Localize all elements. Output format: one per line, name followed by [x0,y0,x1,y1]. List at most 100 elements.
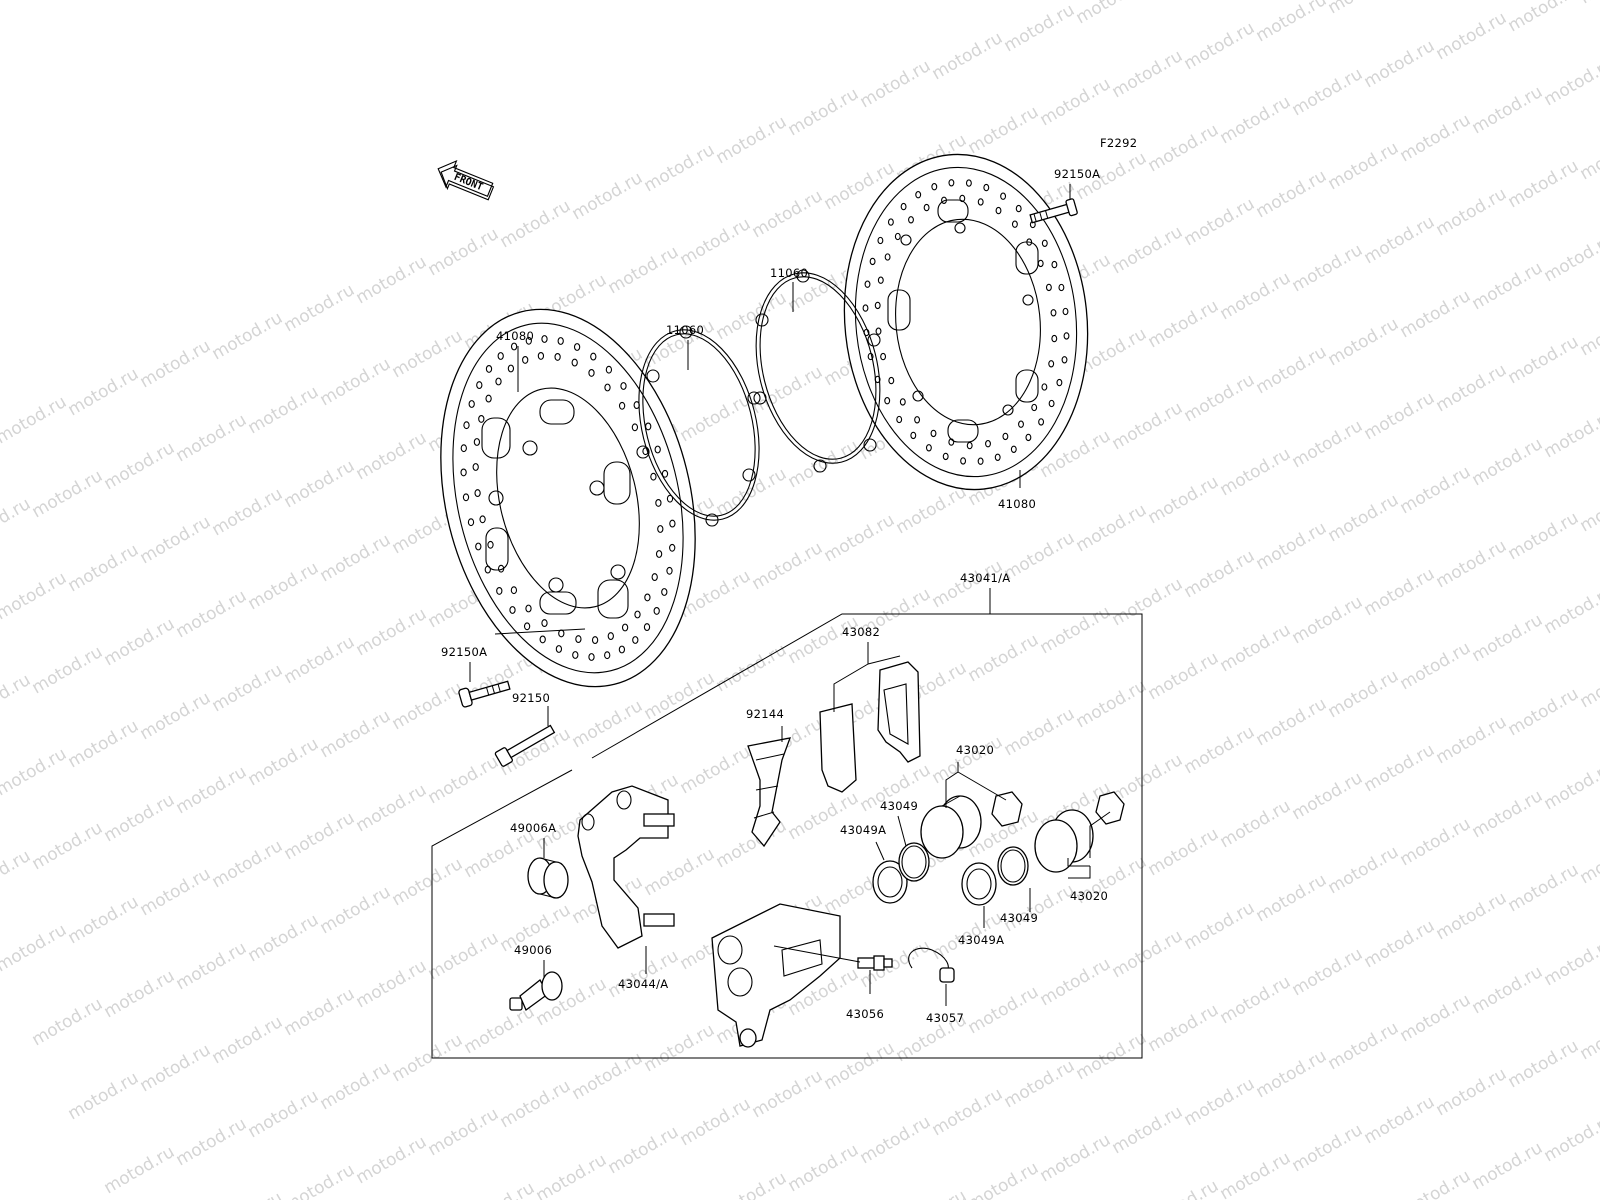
label-43041a: 43041/A [960,571,1010,585]
vent-hole [605,365,613,374]
watermark-text: motod.ru [1109,222,1187,278]
figure-code: F2292 [1100,136,1137,150]
watermark-text: motod.ru [1181,722,1259,778]
watermark-text: motod.ru [389,326,467,382]
vent-hole [485,394,492,403]
watermark-text: motod.ru [1361,36,1439,92]
watermark-text: motod.ru [1541,230,1600,286]
vent-hole [669,543,676,552]
vent-hole [994,453,1001,461]
slide-pin [509,971,563,1012]
vent-hole [983,183,990,192]
watermark-text: motod.ru [0,846,34,902]
watermark-text: motod.ru [1181,370,1259,426]
watermark-text: motod.ru [1397,286,1475,342]
piston-insulator-top [991,791,1023,827]
vent-hole [555,645,563,653]
vent-hole [523,622,531,631]
vent-hole [497,352,504,360]
watermark-text: motod.ru [1289,416,1367,472]
vent-hole [1002,432,1009,441]
watermark-text: motod.ru [749,1066,827,1122]
vent-hole [474,489,481,498]
watermark-text: motod.ru [0,744,70,800]
watermark-text: motod.ru [1145,648,1223,704]
watermark-text: motod.ru [65,716,143,772]
watermark-text: motod.ru [1217,1148,1295,1200]
vent-hole [1063,332,1070,340]
vent-hole [910,431,917,440]
watermark-text: motod.ru [1037,1130,1115,1186]
vent-hole [460,444,467,453]
watermark-text: motod.ru [1397,462,1475,518]
vent-hole [661,588,668,596]
front-arrow-icon: FRONT [437,160,495,201]
watermark-text: motod.ru [0,392,70,448]
label-11060-right: 11060 [770,266,808,280]
vent-hole [1018,420,1024,428]
label-92144: 92144 [746,707,784,721]
watermark-text: motod.ru [1505,508,1583,564]
watermark-text: motod.ru [1397,1166,1475,1200]
caliper-body [711,903,841,1048]
watermark-text: motod.ru [137,688,215,744]
watermark-text: motod.ru [1217,268,1295,324]
watermark-text: motod.ru [497,1076,575,1132]
vent-hole [541,619,548,628]
watermark-text: motod.ru [1181,194,1259,250]
watermark-text: motod.ru [1217,444,1295,500]
vent-hole [618,645,626,654]
watermark-text: motod.ru [425,752,503,808]
vent-hole [1010,445,1017,453]
watermark-text: motod.ru [1397,814,1475,870]
watermark-text: motod.ru [137,864,215,920]
watermark-text: motod.ru [137,512,215,568]
watermark-text: motod.ru [1037,74,1115,130]
vent-hole [484,565,491,574]
watermark-text: motod.ru [101,966,179,1022]
label-92150: 92150 [512,691,550,705]
watermark-text: motod.ru [1145,296,1223,352]
watermark-text: motod.ru [1109,926,1187,982]
label-43020-top: 43020 [956,743,994,757]
watermark-text: motod.ru [1325,314,1403,370]
brake-disc-right [843,153,1089,491]
vent-hole [572,651,579,659]
vent-hole [655,498,662,507]
watermark-text: motod.ru [1433,360,1511,416]
vent-hole [479,515,486,524]
watermark-text: motod.ru [1289,592,1367,648]
gasket-left [636,325,761,527]
watermark-text: motod.ru [965,630,1043,686]
vent-hole [621,623,629,632]
vent-hole [930,429,937,438]
watermark-text: motod.ru [1145,1176,1223,1200]
watermark-text: motod.ru [1253,0,1331,46]
watermark-text: motod.ru [1541,758,1600,814]
watermark-text: motod.ru [1073,500,1151,556]
watermark-text: motod.ru [389,854,467,910]
watermark-text: motod.ru [569,1048,647,1104]
watermark-text: motod.ru [65,892,143,948]
vent-hole [650,472,657,481]
seal-top-large [872,860,908,904]
piston-right [1034,809,1094,873]
watermark-text: motod.ru [317,882,395,938]
vent-hole [864,280,871,288]
vent-hole [643,623,651,632]
watermark-text: motod.ru [1001,1056,1079,1112]
rubber-boot [527,857,569,899]
watermark-text: motod.ru [1253,342,1331,398]
watermark-text: motod.ru [1145,120,1223,176]
watermark-text: motod.ru [785,84,863,140]
vent-hole [554,352,561,361]
vent-hole [1048,360,1055,368]
watermark-text: motod.ru [281,456,359,512]
watermark-text: motod.ru [1397,990,1475,1046]
watermark-text: motod.ru [29,642,107,698]
watermark-text: motod.ru [1289,1120,1367,1176]
vent-hole [1037,259,1044,268]
vent-hole [557,337,564,345]
watermark-text: motod.ru [65,1068,143,1124]
label-43049-top: 43049 [880,799,918,813]
